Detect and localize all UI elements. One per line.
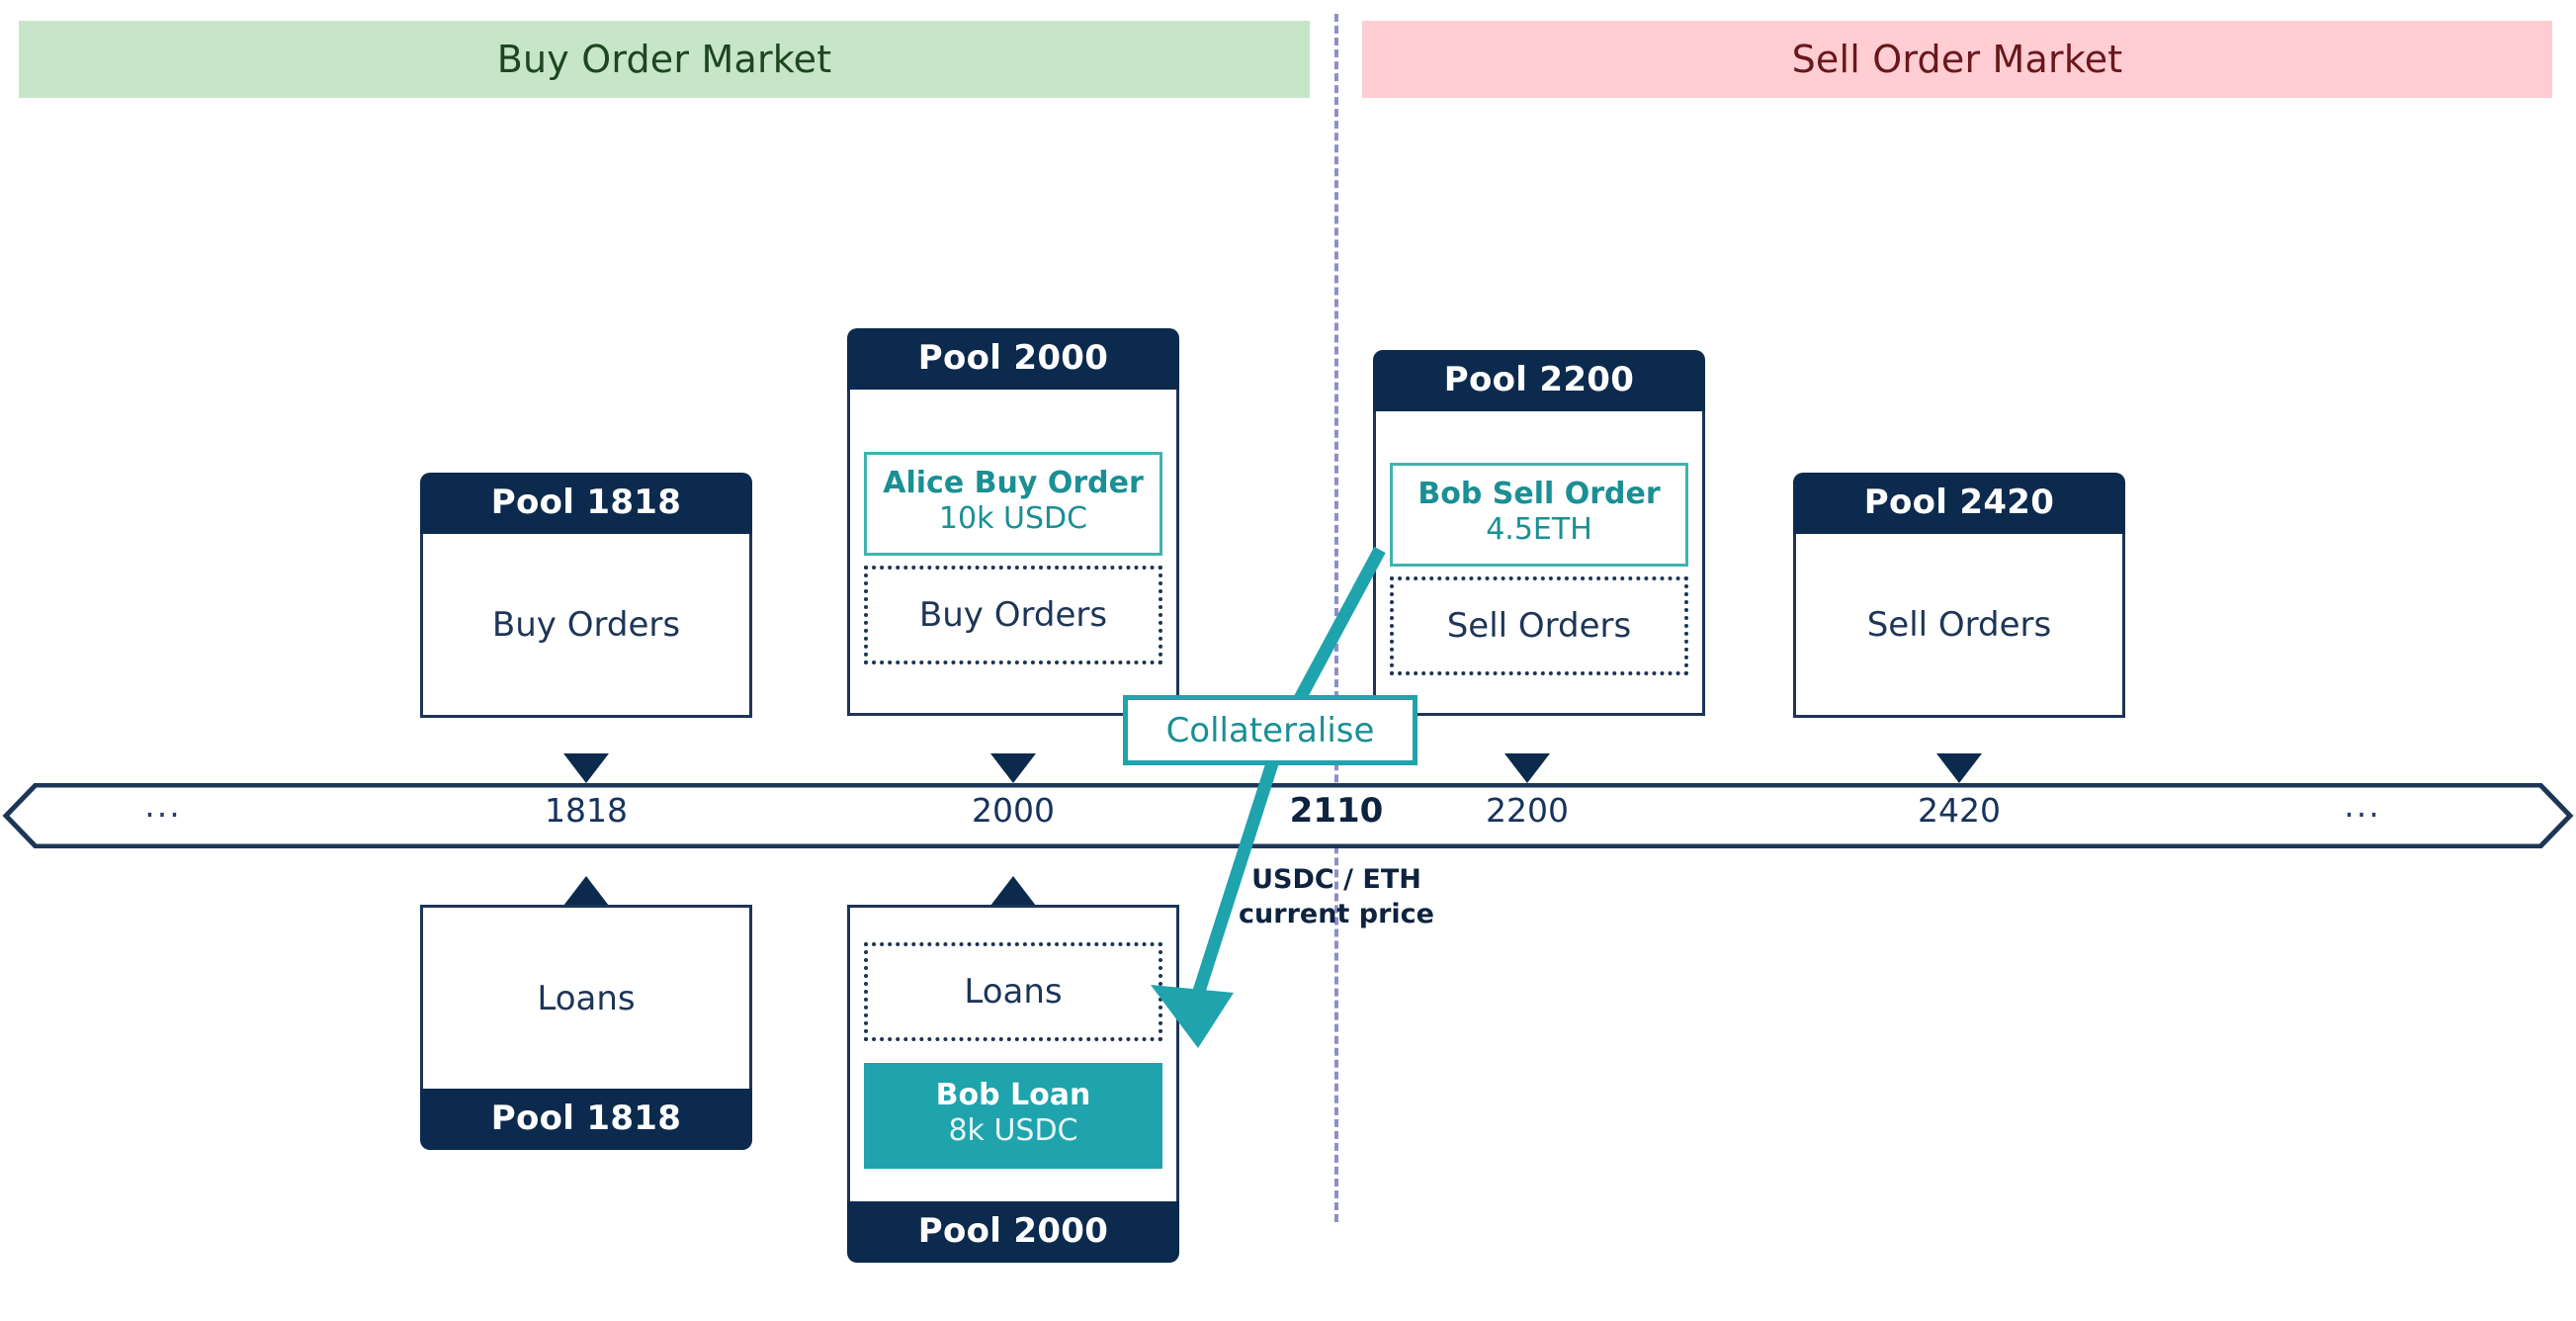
pool-card-buy-2000[interactable]: Pool 2000 Alice Buy Order 10k USDC Buy O… <box>847 328 1179 716</box>
pool-2000-body: Alice Buy Order 10k USDC Buy Orders <box>847 390 1179 716</box>
price-axis <box>0 783 2576 848</box>
pool-2200-sell-orders-slot: Sell Orders <box>1390 575 1688 675</box>
pool-1818-title: Pool 1818 <box>420 473 752 534</box>
axis-tick-2420: 2420 <box>1918 791 2001 830</box>
axis-tick-2110-current: 2110 <box>1289 791 1384 831</box>
loans-1818-title: Pool 1818 <box>420 1089 752 1150</box>
current-price-caption: USDC / ETH current price <box>1239 862 1434 931</box>
bob-sell-order-amount: 4.5ETH <box>1486 511 1592 547</box>
sell-order-market-label: Sell Order Market <box>1791 38 2123 81</box>
axis-tick-2000: 2000 <box>972 791 1055 830</box>
pool-2000-title: Pool 2000 <box>847 328 1179 390</box>
pool-card-buy-1818[interactable]: Pool 1818 Buy Orders <box>420 473 752 718</box>
loans-1818-pointer-up-icon <box>563 876 609 906</box>
axis-left-ellipsis: ... <box>144 786 182 825</box>
price-axis-shape <box>2 783 2574 848</box>
alice-buy-order-name: Alice Buy Order <box>883 466 1144 501</box>
loans-1818-body: Loans <box>420 905 752 1089</box>
bob-loan-amount: 8k USDC <box>948 1112 1078 1148</box>
pool-card-sell-2420[interactable]: Pool 2420 Sell Orders <box>1793 473 2125 718</box>
market-divider-line <box>1334 14 1338 1222</box>
pool-2000-pointer-down-icon <box>990 753 1036 783</box>
loans-2000-body: Loans Bob Loan 8k USDC <box>847 905 1179 1201</box>
current-price-caption-line-1: USDC / ETH <box>1251 864 1421 895</box>
axis-right-ellipsis: ... <box>2344 786 2381 825</box>
loans-1818-loans-slot: Loans <box>537 978 636 1018</box>
loans-2000-pointer-up-icon <box>990 876 1036 906</box>
loans-2000-title: Pool 2000 <box>847 1201 1179 1263</box>
bob-sell-order-name: Bob Sell Order <box>1417 477 1661 512</box>
alice-buy-order-amount: 10k USDC <box>938 500 1088 536</box>
sell-order-market-band: Sell Order Market <box>1362 21 2552 98</box>
pool-2420-pointer-down-icon <box>1936 753 1982 783</box>
pool-2420-body: Sell Orders <box>1793 534 2125 718</box>
pool-2420-title: Pool 2420 <box>1793 473 2125 534</box>
bob-loan-name: Bob Loan <box>935 1078 1091 1113</box>
bob-loan-box[interactable]: Bob Loan 8k USDC <box>864 1063 1162 1169</box>
pool-card-sell-2200[interactable]: Pool 2200 Bob Sell Order 4.5ETH Sell Ord… <box>1373 350 1705 716</box>
collateralise-arrow-line <box>1187 546 1386 1009</box>
pool-2200-pointer-down-icon <box>1504 753 1550 783</box>
collateralise-label-box[interactable]: Collateralise <box>1123 695 1417 765</box>
alice-buy-order-box[interactable]: Alice Buy Order 10k USDC <box>864 452 1162 556</box>
collateralise-label: Collateralise <box>1165 710 1375 750</box>
pool-2200-body: Bob Sell Order 4.5ETH Sell Orders <box>1373 411 1705 716</box>
axis-tick-2200: 2200 <box>1486 791 1569 830</box>
pool-2200-title: Pool 2200 <box>1373 350 1705 411</box>
pool-2000-buy-orders-slot: Buy Orders <box>864 565 1162 664</box>
pool-1818-body: Buy Orders <box>420 534 752 718</box>
bob-sell-order-box[interactable]: Bob Sell Order 4.5ETH <box>1390 463 1688 567</box>
pool-1818-buy-orders-slot: Buy Orders <box>491 604 681 645</box>
buy-order-market-label: Buy Order Market <box>496 38 832 81</box>
axis-tick-1818: 1818 <box>545 791 628 830</box>
pool-card-loans-2000[interactable]: Loans Bob Loan 8k USDC Pool 2000 <box>847 905 1179 1263</box>
current-price-caption-line-2: current price <box>1239 899 1434 930</box>
pool-2420-sell-orders-slot: Sell Orders <box>1866 604 2052 645</box>
pool-card-loans-1818[interactable]: Loans Pool 1818 <box>420 905 752 1150</box>
pool-1818-pointer-down-icon <box>563 753 609 783</box>
buy-order-market-band: Buy Order Market <box>19 21 1310 98</box>
loans-2000-loans-slot: Loans <box>864 942 1162 1042</box>
